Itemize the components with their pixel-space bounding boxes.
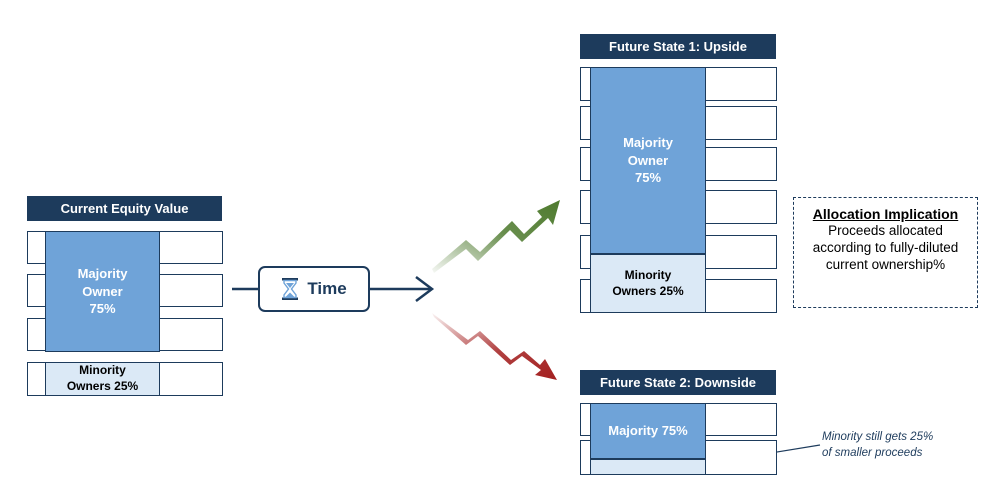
downside-minority-block	[590, 459, 706, 475]
allocation-implication-text: Proceeds allocated according to fully-di…	[812, 223, 959, 272]
current-equity-title: Current Equity Value	[27, 196, 222, 221]
allocation-implication-title: Allocation Implication	[812, 206, 959, 222]
time-pill: Time	[258, 266, 370, 312]
current-minority-label: Minority Owners 25%	[66, 363, 139, 393]
hourglass-icon	[281, 277, 299, 301]
upside-trend-arrow	[432, 200, 560, 273]
minority-note: Minority still gets 25% of smaller proce…	[822, 431, 934, 459]
upside-minority-block: Minority Owners 25%	[590, 254, 706, 313]
upside-title: Future State 1: Upside	[580, 34, 776, 59]
current-majority-label: Majority Owner 75%	[77, 266, 128, 317]
allocation-implication-box: Allocation Implication Proceeds allocate…	[793, 197, 978, 308]
current-majority-block: Majority Owner 75%	[45, 231, 160, 352]
downside-majority-block: Majority 75%	[590, 403, 706, 459]
upside-majority-label: Majority Owner 75%	[623, 135, 673, 186]
upside-minority-label: Minority Owners 25%	[612, 267, 684, 298]
time-label: Time	[307, 279, 347, 298]
current-minority-block: Minority Owners 25%	[45, 362, 160, 396]
downside-majority-label: Majority 75%	[608, 423, 688, 439]
downside-title: Future State 2: Downside	[580, 370, 776, 395]
upside-majority-block: Majority Owner 75%	[590, 67, 706, 254]
time-arrowhead	[415, 276, 435, 302]
downside-trend-arrow	[432, 313, 557, 380]
